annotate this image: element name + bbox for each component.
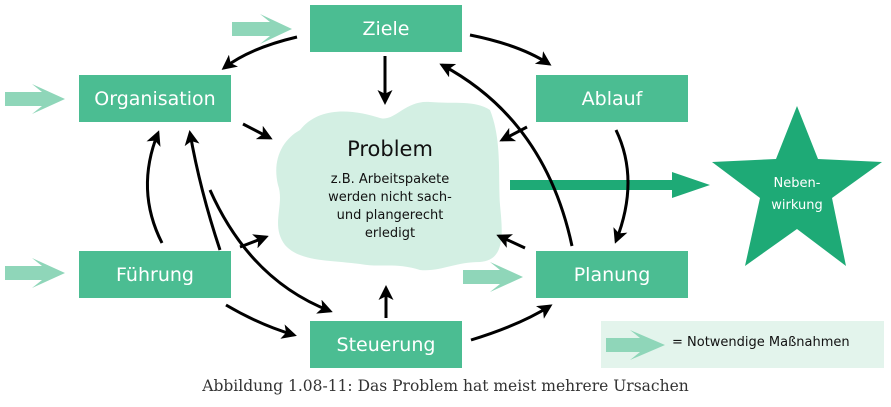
figure-caption: Abbildung 1.08-11: Das Problem hat meist…	[202, 377, 689, 395]
arrow-fuehrung-to-problem	[239, 234, 269, 249]
node-ablauf: Ablauf	[536, 75, 688, 122]
problem-description-line: werden nicht sach-	[328, 190, 452, 205]
measure-arrow-fuehrung	[5, 258, 65, 288]
side-effect-arrow	[510, 172, 710, 198]
problem-description-line: erledigt	[364, 226, 416, 241]
problem-title: Problem	[347, 137, 433, 161]
node-fuehrung: Führung	[79, 251, 231, 298]
arrow-planung-to-ziele	[439, 63, 574, 247]
arrow-fuehrung-to-steuerung	[225, 303, 297, 339]
side-effect-label-line: wirkung	[771, 198, 823, 213]
problem-description-line: z.B. Arbeitspakete	[330, 172, 450, 187]
arrow-ziele-to-ablauf	[469, 33, 552, 66]
problem-description: z.B. Arbeitspakete werden nicht sach- un…	[292, 171, 488, 243]
node-organisation: Organisation	[79, 75, 231, 122]
problem-description-line: und plangerecht	[336, 208, 444, 223]
measure-arrow-organisation	[5, 84, 65, 114]
node-planung: Planung	[536, 251, 688, 298]
arrow-ablauf-to-planung	[613, 129, 630, 244]
arrow-ziele-to-organisation	[221, 35, 298, 70]
problem-cloud	[276, 101, 502, 271]
arrow-organisation-to-problem	[242, 122, 273, 140]
node-steuerung: Steuerung	[310, 321, 462, 368]
side-effect-label-line: Neben-	[773, 176, 821, 191]
measure-arrow-ziele	[232, 14, 292, 44]
arrow-steuerung-to-planung	[470, 304, 553, 342]
node-ziele: Ziele	[310, 5, 462, 52]
arrow-fuehrung-to-organisation	[145, 130, 164, 244]
arrow-organisation-to-steuerung	[208, 189, 333, 314]
arrow-planung-to-problem	[496, 234, 526, 250]
measure-arrow-planung	[463, 262, 523, 292]
arrow-steuerung-to-organisation	[184, 130, 222, 251]
side-effect-star	[712, 106, 882, 266]
legend-label: = Notwendige Maßnahmen	[672, 335, 850, 350]
side-effect-label: Neben- wirkung	[752, 173, 842, 217]
arrow-ablauf-to-problem	[499, 125, 528, 142]
